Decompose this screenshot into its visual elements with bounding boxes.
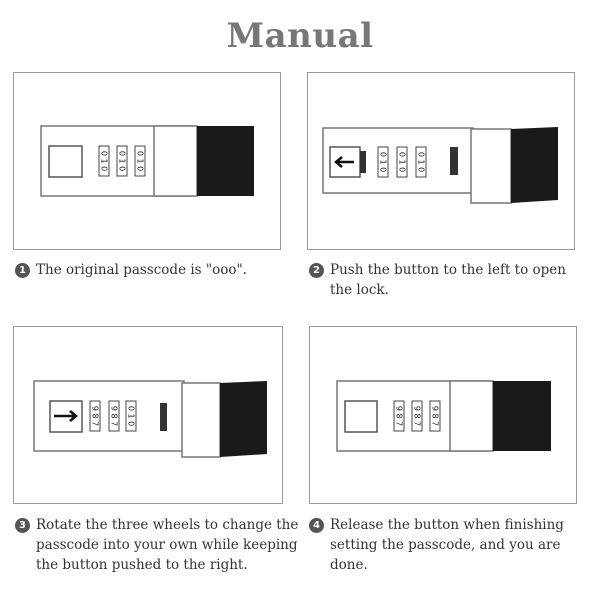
dial-wheel: [134, 145, 146, 177]
sleeve-edge: [470, 128, 512, 204]
step-4-illustration: 9 8 7 9 8 7 9 8 7: [309, 326, 577, 504]
sleeve-edge: [181, 382, 221, 458]
dial-digits: 0 1 0: [417, 152, 426, 172]
dial-digits: 0 1 0: [118, 151, 127, 171]
dial-wheel: [396, 146, 408, 178]
step-number-badge: 2: [309, 263, 324, 278]
lock-diagram: 9 8 7 9 8 7 9 8 7: [336, 380, 551, 452]
release-button: [48, 145, 83, 178]
black-sleeve: [511, 127, 558, 203]
dial-digits: 0 1 0: [127, 406, 136, 426]
dial-digits: 9 8 7: [395, 406, 404, 426]
dial-digits: 0 1 0: [136, 151, 145, 171]
dial-digits: 9 8 7: [110, 406, 119, 426]
dial-wheel: [116, 145, 128, 177]
black-sleeve: [220, 381, 267, 457]
dial-wheel: [429, 400, 441, 432]
dial-wheel: [377, 146, 389, 178]
dial-wheel: [415, 146, 427, 178]
button-slider: [360, 151, 366, 173]
black-sleeve: [197, 126, 254, 196]
lock-diagram: 0 1 0 0 1 0 0 1 0: [322, 127, 558, 204]
lock-diagram: 9 8 7 9 8 7 0 1 0: [33, 380, 267, 458]
sleeve-edge: [153, 125, 198, 197]
dial-wheels: 9 8 7 9 8 7 9 8 7: [393, 400, 441, 432]
dial-digits: 9 8 7: [413, 406, 422, 426]
latch-bar: [160, 403, 167, 431]
dial-wheel: [125, 400, 137, 432]
dial-wheel: [393, 400, 405, 432]
step-2-illustration: 0 1 0 0 1 0 0 1 0: [307, 72, 575, 250]
dial-wheels: 9 8 7 9 8 7 0 1 0: [89, 400, 137, 432]
dial-digits: 0 1 0: [379, 152, 388, 172]
step-3-illustration: 9 8 7 9 8 7 0 1 0: [13, 326, 283, 504]
dial-digits: 0 1 0: [100, 151, 109, 171]
dial-wheel: [89, 400, 101, 432]
latch-bar: [450, 147, 458, 175]
step-number-badge: 3: [15, 518, 30, 533]
black-sleeve: [493, 381, 551, 451]
arrow-left-icon: [334, 156, 354, 168]
dial-wheel: [98, 145, 110, 177]
dial-wheels: 0 1 0 0 1 0 0 1 0: [377, 146, 427, 178]
dial-digits: 0 1 0: [398, 152, 407, 172]
sleeve-edge: [449, 380, 494, 452]
release-button: [344, 400, 378, 433]
dial-wheel: [411, 400, 423, 432]
lock-diagram: 0 1 0 0 1 0 0 1 0: [40, 125, 254, 197]
step-number-badge: 4: [309, 518, 324, 533]
dial-wheels: 0 1 0 0 1 0 0 1 0: [98, 145, 146, 177]
dial-wheel: [108, 400, 120, 432]
dial-digits: 9 8 7: [431, 406, 440, 426]
page-title: Manual: [226, 16, 374, 56]
step-number-badge: 1: [15, 263, 30, 278]
dial-digits: 9 8 7: [91, 406, 100, 426]
step-1-illustration: 0 1 0 0 1 0 0 1 0: [13, 72, 281, 250]
arrow-right-icon: [54, 410, 78, 422]
